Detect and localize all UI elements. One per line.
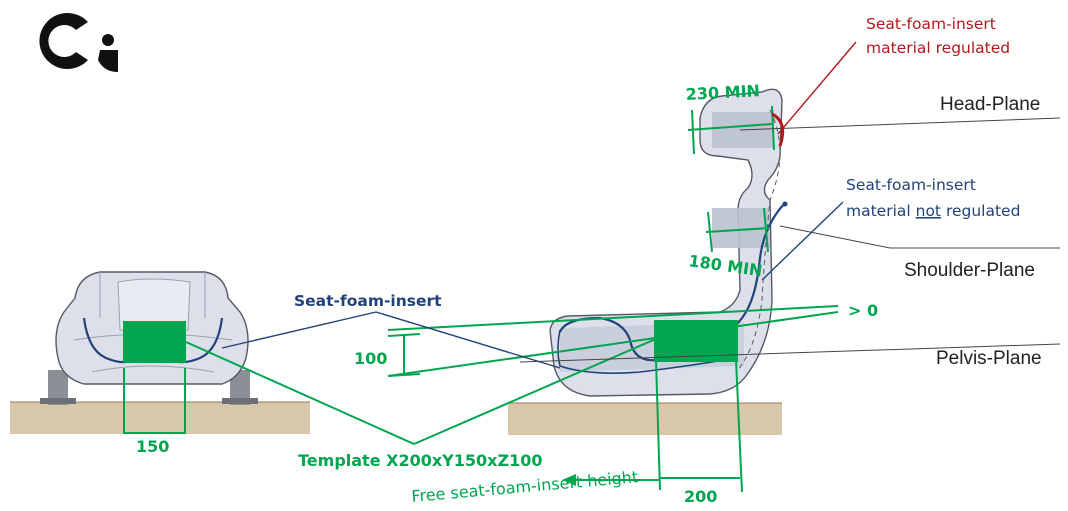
- dim-greater-than-zero: > 0: [848, 301, 878, 320]
- plane-lines: [519, 117, 1061, 363]
- pelvis-plane-label: Pelvis-Plane: [936, 348, 1042, 369]
- front-view-floor: [10, 401, 310, 434]
- callout-lines: [221, 41, 857, 369]
- dim-200: 200: [684, 487, 717, 506]
- dimension-lines: [123, 105, 839, 493]
- free-height-label: Free seat-foam-insert height: [411, 467, 639, 506]
- seat-foam-regulated-label-line1: Seat-foam-insert: [866, 15, 996, 33]
- shoulder-plane-label: Shoulder-Plane: [904, 260, 1035, 281]
- head-plane-label: Head-Plane: [940, 94, 1040, 115]
- seat-foam-regulated-label-line2: material regulated: [866, 39, 1010, 57]
- seat-foam-not-regulated-line2: material not regulated: [846, 202, 1020, 220]
- seat-foam-not-regulated-line1: Seat-foam-insert: [846, 176, 976, 194]
- seat-foam-insert-label: Seat-foam-insert: [294, 292, 442, 310]
- side-view-floor: [508, 402, 782, 435]
- dim-100: 100: [354, 349, 387, 368]
- template-label: Template X200xY150xZ100: [298, 451, 542, 470]
- company-logo-icon: [39, 13, 118, 72]
- free-height-arrowhead: [562, 474, 576, 486]
- front-template-block: [123, 321, 186, 363]
- dim-230-min: 230 MIN: [685, 81, 760, 104]
- dim-150: 150: [136, 437, 169, 456]
